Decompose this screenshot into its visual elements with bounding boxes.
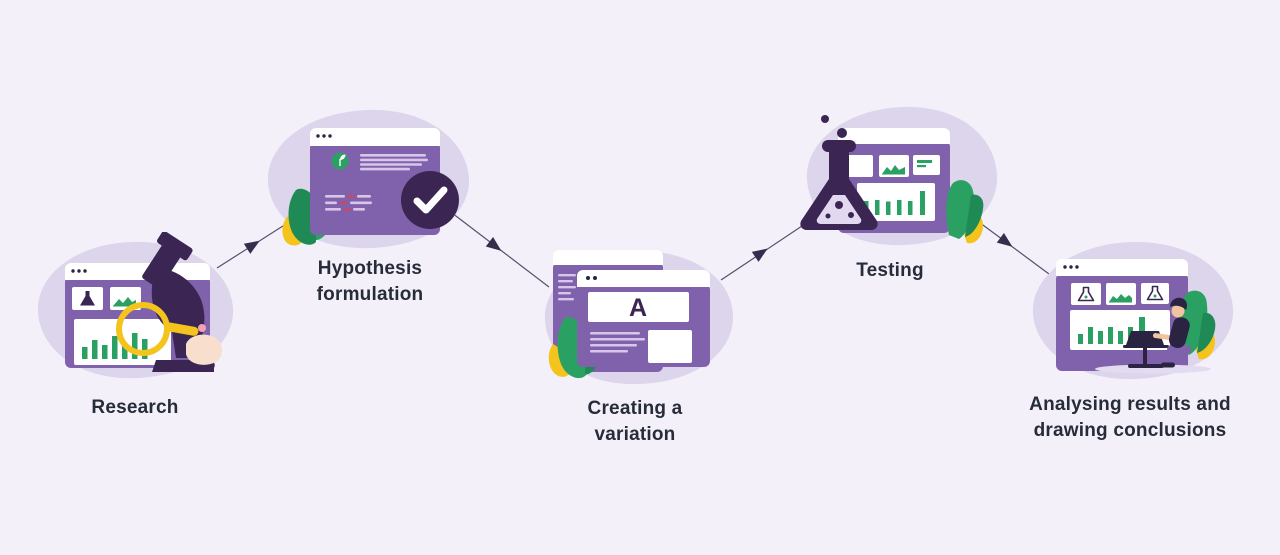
- area-chart-icon: [882, 165, 905, 175]
- ground-shadow: [1095, 364, 1211, 374]
- window-dots-icon: [1063, 265, 1079, 269]
- text-lines: [590, 332, 645, 353]
- text-lines: [360, 154, 428, 171]
- step-testing-illustration: [800, 106, 998, 246]
- diff-lines: [325, 195, 372, 211]
- text-lines: [558, 274, 576, 301]
- head: [1171, 304, 1185, 318]
- window-dots-icon: [586, 276, 597, 280]
- bubble-icon: [821, 115, 829, 123]
- step-label-analysis: Analysing results and drawing conclusion…: [1029, 394, 1231, 441]
- arrowhead-icon: [485, 236, 502, 251]
- magnifier-icon: [116, 302, 206, 356]
- check-circle-icon: [401, 171, 459, 229]
- flask-icon: [1077, 286, 1095, 302]
- bar-chart: [82, 333, 148, 359]
- hand: [186, 334, 222, 365]
- content-box: [648, 330, 692, 363]
- leg: [1167, 349, 1176, 365]
- variant-letter: A: [629, 294, 647, 322]
- step-analysis-illustration: [1032, 241, 1234, 380]
- microscope-icon: [142, 232, 215, 372]
- list-lines-icon: [917, 160, 932, 168]
- browser-window-front: A: [577, 270, 710, 367]
- window-dots-icon: [71, 269, 87, 273]
- bubble-icon: [837, 128, 847, 138]
- arrowhead-icon: [751, 248, 768, 262]
- erlenmeyer-flask-icon: [800, 115, 878, 230]
- shoe: [1161, 362, 1175, 368]
- hair: [1170, 297, 1187, 310]
- flask-icon: [80, 291, 95, 306]
- step-label-testing: Testing: [856, 260, 924, 281]
- step-research-illustration: [37, 232, 234, 379]
- sprout-badge-icon: [331, 152, 349, 170]
- area-chart-icon: [113, 297, 136, 307]
- torso: [1168, 317, 1190, 348]
- arrowhead-icon: [243, 240, 260, 254]
- window-dots-icon: [316, 134, 332, 138]
- flask-icon: [1146, 285, 1164, 301]
- step-hypothesis-illustration: [267, 109, 470, 249]
- step-label-hypothesis: Hypothesis formulation: [316, 258, 424, 305]
- step-label-variation: Creating a variation: [587, 398, 683, 445]
- flow-arrow-2: [451, 212, 550, 288]
- step-label-research: Research: [91, 397, 179, 418]
- arrowhead-icon: [996, 233, 1013, 247]
- variant-a-box: A: [588, 292, 689, 322]
- plant: [946, 180, 984, 244]
- area-chart-icon: [1109, 294, 1132, 303]
- step-variation-illustration: A: [544, 250, 734, 385]
- person-with-laptop: [1152, 297, 1191, 368]
